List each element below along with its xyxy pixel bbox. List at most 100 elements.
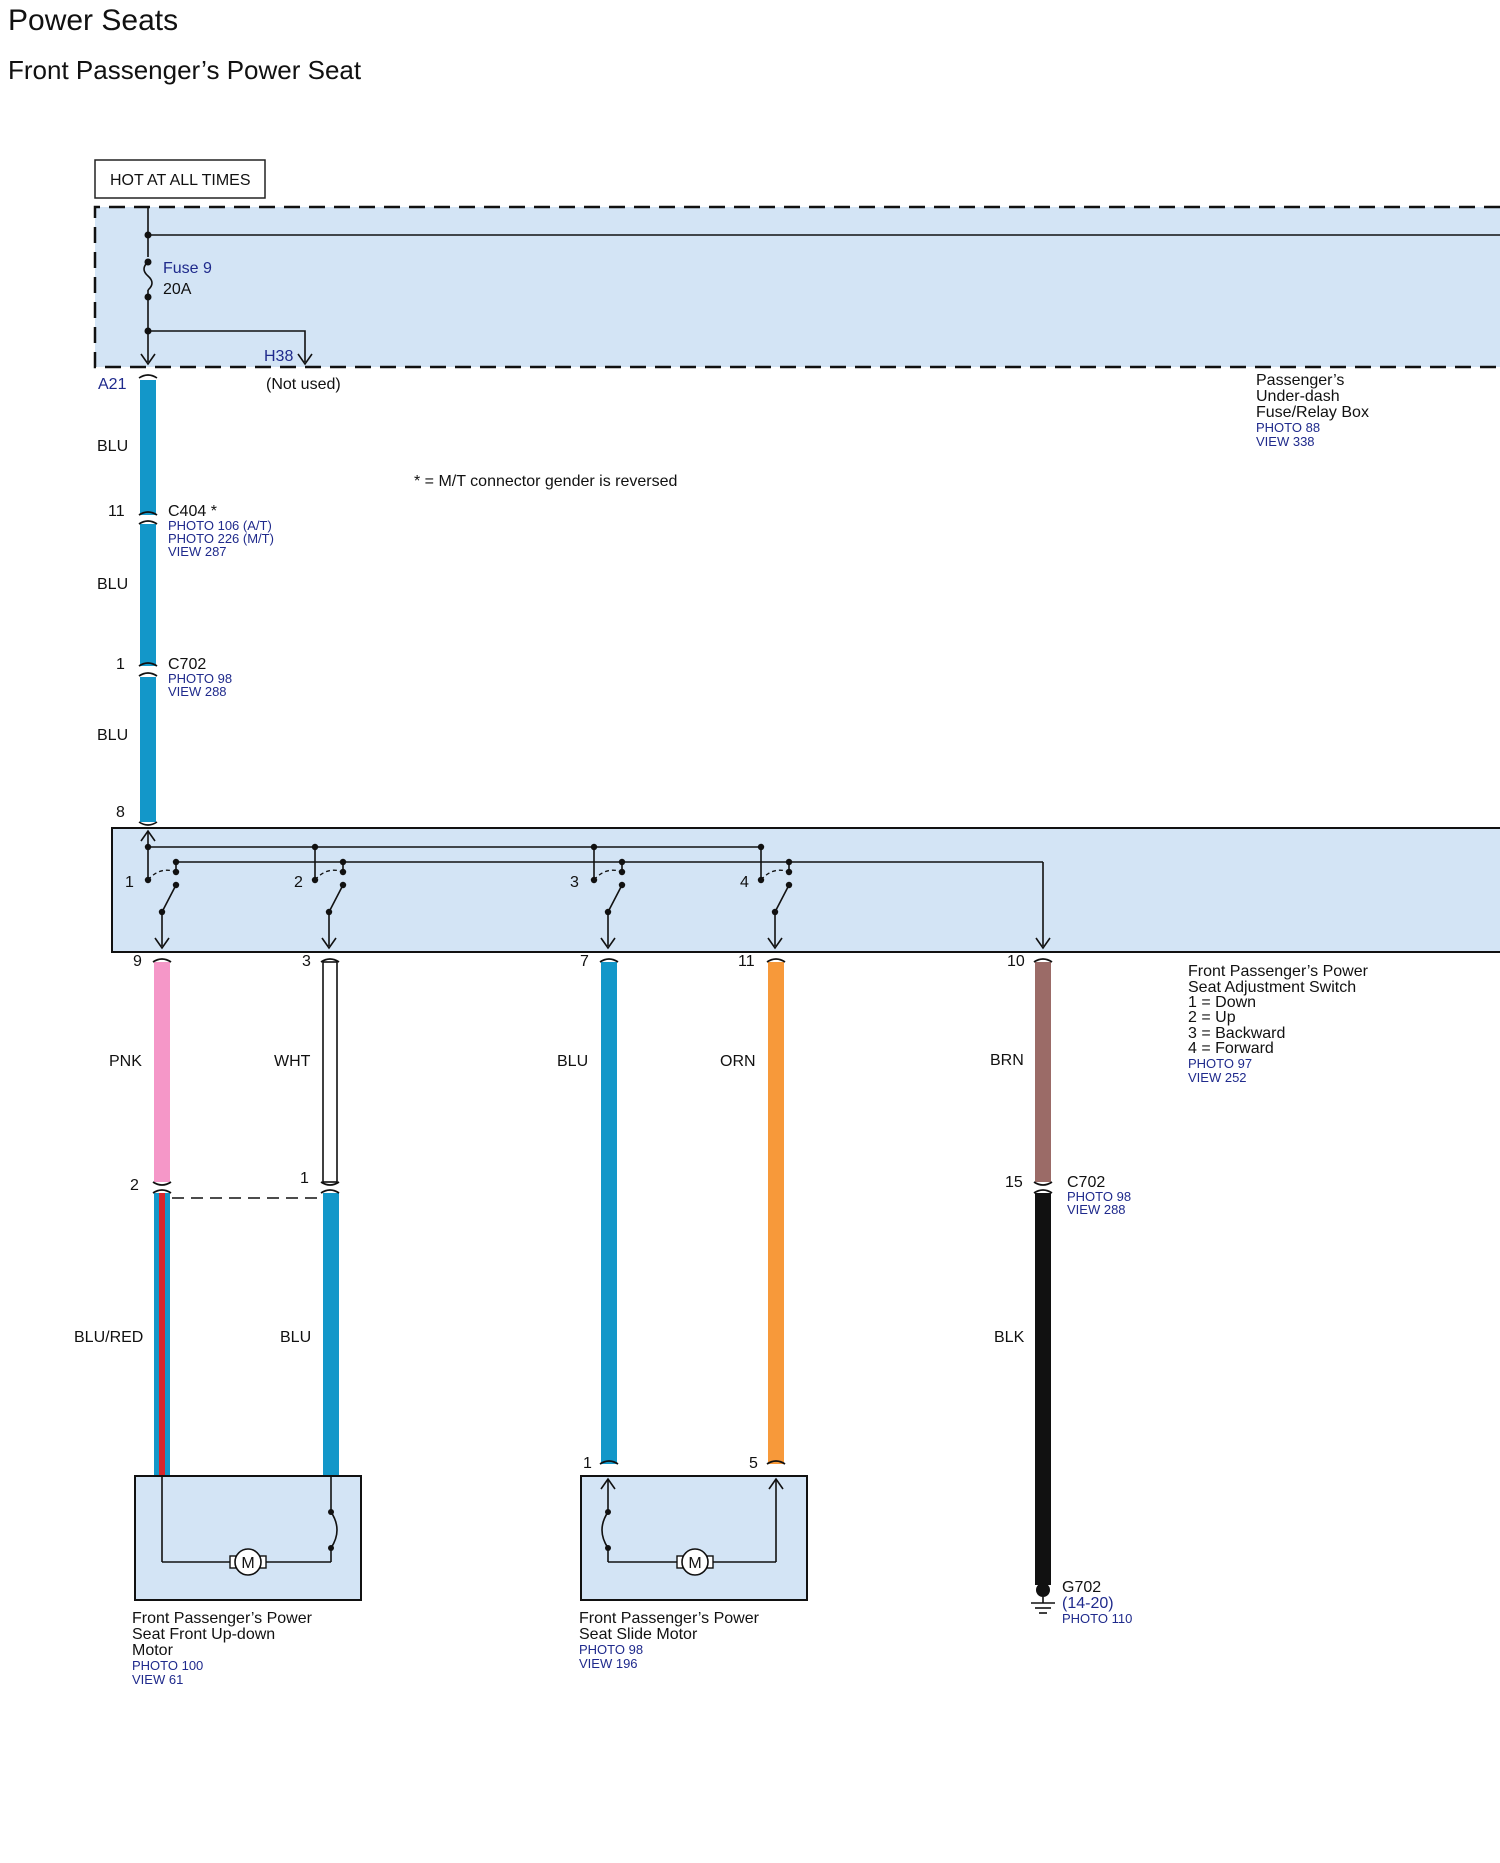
wire-segment — [1035, 962, 1051, 1182]
wire-segment — [140, 380, 156, 515]
c404-ref-2: PHOTO 226 (M/T) — [168, 531, 274, 546]
wire-blk: 15 C702 PHOTO 98 VIEW 288 BLK — [994, 1174, 1131, 1585]
motor-updown-name-2: Seat Front Up-down — [132, 1626, 275, 1643]
motor-symbol: M — [688, 1555, 701, 1572]
wire-pin: 11 — [738, 953, 755, 970]
slide-pin-1: 1 — [583, 1455, 592, 1472]
motor-updown-name-3: Motor — [132, 1642, 174, 1659]
wire-brn: 10 BRN — [990, 953, 1053, 1186]
c404-name: C404 * — [168, 503, 217, 520]
page-title: Power Seats — [8, 4, 178, 37]
fuse-rating: 20A — [163, 281, 192, 298]
c702-upper-name: C702 — [168, 656, 206, 673]
wire-pnk: 9 PNK — [109, 953, 172, 1186]
h38-label: H38 — [264, 348, 293, 365]
ground-name: G702 — [1062, 1579, 1101, 1596]
upper-blu-wire: BLU BLU BLU 11 C404 * PHOTO 106 (A/T) PH… — [97, 374, 274, 826]
updown-pin-1: 1 — [300, 1170, 309, 1187]
upper-wire-color-2: BLU — [97, 576, 128, 593]
switch-contact-label: 2 — [294, 874, 303, 891]
motor-icon — [681, 1548, 709, 1576]
ground-ref: PHOTO 110 — [1062, 1611, 1132, 1626]
arrow-down-icon — [321, 937, 337, 950]
updown-pin-2: 2 — [130, 1177, 139, 1194]
switch-contact-label: 1 — [125, 874, 134, 891]
motor-icon — [234, 1548, 262, 1576]
motor-updown-ref-1: PHOTO 100 — [132, 1658, 203, 1673]
a21-label: A21 — [98, 376, 127, 393]
motor-slide-ref-2: VIEW 196 — [579, 1656, 638, 1671]
motor-symbol: M — [241, 1555, 254, 1572]
c404-ref-1: PHOTO 106 (A/T) — [168, 518, 272, 533]
fuse-relay-box: Fuse 9 20A H38 (Not used) A21 Passenger’… — [93, 205, 1500, 449]
motor-slide-name-1: Front Passenger’s Power — [579, 1610, 760, 1627]
wire-blu: 7 BLU — [557, 953, 619, 1465]
motor-slide: M — [580, 1475, 808, 1601]
blu-label: BLU — [280, 1329, 311, 1346]
upper-wire-color-3: BLU — [97, 727, 128, 744]
wire-segment — [1035, 1193, 1051, 1585]
hot-at-all-times-box: HOT AT ALL TIMES — [94, 159, 266, 199]
motor-updown-ref-2: VIEW 61 — [132, 1672, 183, 1687]
switch-input-pin: 8 — [116, 804, 125, 821]
wire-segment — [140, 677, 156, 822]
wire-segment — [322, 961, 338, 1183]
fuse-box-ref-1: PHOTO 88 — [1256, 420, 1320, 435]
blu-red-label: BLU/RED — [74, 1329, 143, 1346]
fuse-name: Fuse 9 — [163, 260, 212, 277]
switch-contact-2: 2 — [294, 868, 347, 950]
fuse-box-name-2: Under-dash — [1256, 388, 1340, 405]
fuse-icon — [143, 261, 153, 291]
c404-pin: 11 — [108, 503, 125, 520]
arrow-down-icon — [140, 353, 156, 366]
wire-segment — [601, 962, 617, 1464]
wire-segment — [140, 524, 156, 666]
fuse-box-ref-2: VIEW 338 — [1256, 434, 1315, 449]
wire-color-label: PNK — [109, 1053, 142, 1070]
page-subtitle: Front Passenger’s Power Seat — [8, 55, 362, 85]
c702-upper-pin: 1 — [116, 656, 125, 673]
ground-range: (14-20) — [1062, 1595, 1114, 1612]
wire-segment — [323, 1193, 339, 1476]
slide-pin-5: 5 — [749, 1455, 758, 1472]
wire-wht: 3 WHT — [274, 953, 340, 1186]
switch-legend-down: 1 = Down — [1188, 994, 1256, 1011]
switch-contact-4: 4 — [740, 868, 793, 950]
blk-label: BLK — [994, 1329, 1025, 1346]
wire-segment — [768, 962, 784, 1464]
switch-name-1: Front Passenger’s Power — [1188, 963, 1369, 980]
c404-ref-3: VIEW 287 — [168, 544, 227, 559]
fuse-box-name-1: Passenger’s — [1256, 372, 1344, 389]
switch-contact-1: 1 — [125, 868, 180, 950]
power-seat-switch-box: 1 2 3 — [111, 827, 1500, 953]
wire-pin: 10 — [1007, 953, 1025, 970]
switch-contact-label: 3 — [570, 874, 579, 891]
arrow-down-icon — [297, 353, 313, 366]
fuse-box-name-3: Fuse/Relay Box — [1256, 404, 1369, 421]
wire-pin: 7 — [580, 953, 589, 970]
gender-note: * = M/T connector gender is reversed — [414, 473, 677, 490]
wire-color-label: BRN — [990, 1052, 1024, 1069]
c702-lower-ref-2: VIEW 288 — [1067, 1202, 1126, 1217]
upper-wire-color-1: BLU — [97, 438, 128, 455]
switch-legend-up: 2 = Up — [1188, 1009, 1236, 1026]
wire-color-label: BLU — [557, 1053, 588, 1070]
c702-lower-pin: 15 — [1005, 1174, 1023, 1191]
arrow-down-icon — [1035, 937, 1051, 950]
wire-color-label: ORN — [720, 1053, 756, 1070]
switch-name-2: Seat Adjustment Switch — [1188, 979, 1356, 996]
wire-pin: 9 — [133, 953, 142, 970]
motor-slide-name-2: Seat Slide Motor — [579, 1626, 698, 1643]
arrow-down-icon — [600, 937, 616, 950]
hot-at-all-times-label: HOT AT ALL TIMES — [110, 172, 251, 189]
lower-wires-updown: 2 1 BLU/RED BLU — [74, 1170, 340, 1476]
arrow-down-icon — [767, 937, 783, 950]
switch-legend-backward: 3 = Backward — [1188, 1025, 1285, 1042]
switch-contact-3: 3 — [570, 868, 626, 950]
switch-contact-label: 4 — [740, 874, 749, 891]
wire-stripe — [159, 1193, 165, 1476]
motor-updown-name-1: Front Passenger’s Power — [132, 1610, 313, 1627]
switch-ref-1: PHOTO 97 — [1188, 1056, 1252, 1071]
arrow-down-icon — [154, 937, 170, 950]
